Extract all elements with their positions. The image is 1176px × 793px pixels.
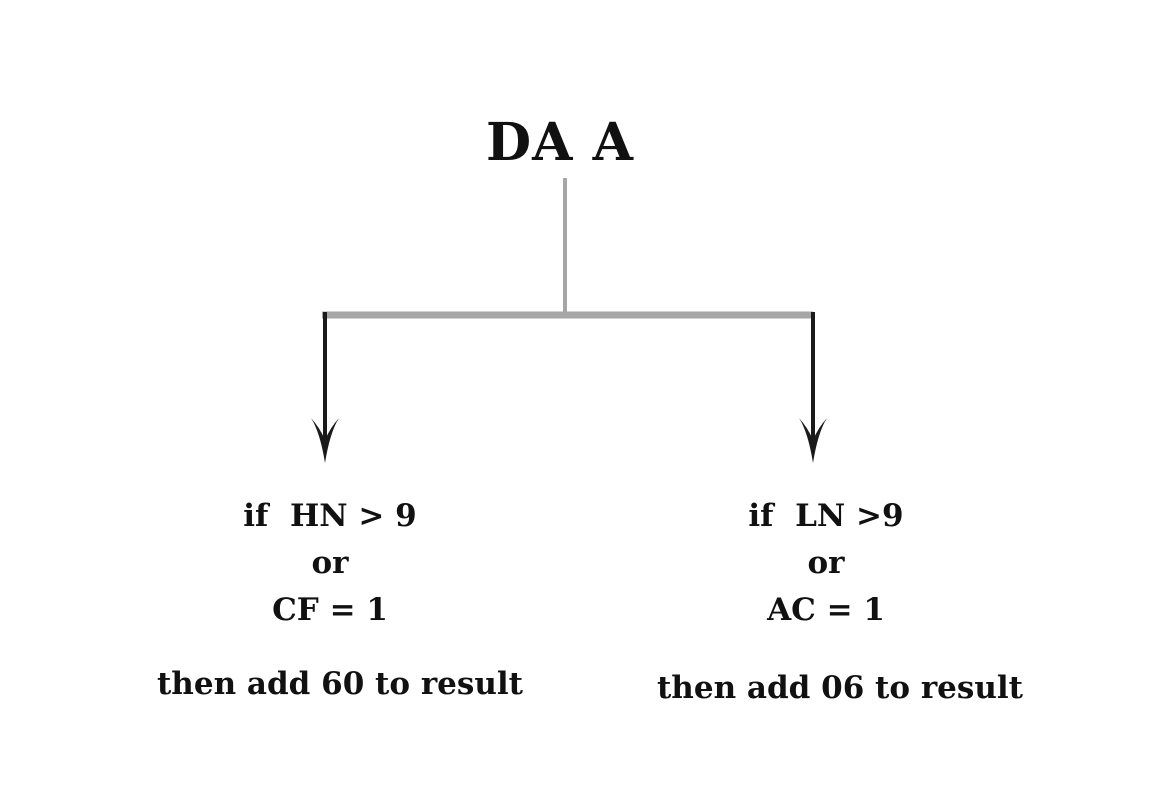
- condition-line: AC = 1: [767, 592, 885, 628]
- condition-line: if HN > 9: [243, 498, 417, 534]
- left-branch-condition: if HN > 9 or CF = 1: [160, 493, 500, 634]
- left-branch-action: then add 60 to result: [156, 666, 523, 702]
- right-branch-condition: if LN >9 or AC = 1: [656, 493, 996, 634]
- condition-line: or: [311, 545, 349, 581]
- condition-line: or: [807, 545, 845, 581]
- diagram-title: DA A: [486, 112, 634, 173]
- condition-line: CF = 1: [272, 592, 388, 628]
- right-arrow-head-icon: [799, 418, 827, 463]
- condition-line: if LN >9: [748, 498, 904, 534]
- left-arrow-head-icon: [311, 418, 339, 463]
- right-branch-action: then add 06 to result: [656, 670, 1023, 706]
